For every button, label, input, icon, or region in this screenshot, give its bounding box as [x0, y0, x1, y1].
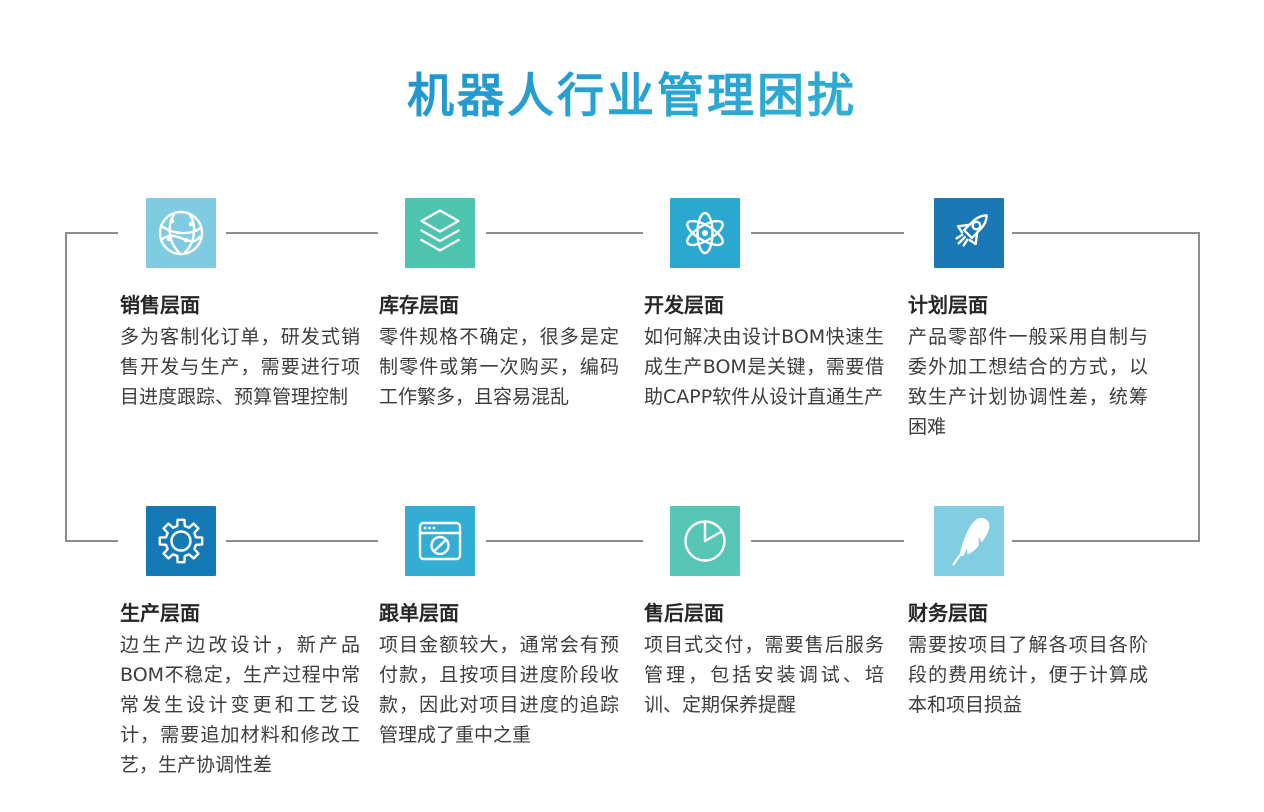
card-sales-level: 销售层面 多为客制化订单，研发式销售开发与生产，需要进行项目进度跟踪、预算管理控…: [120, 198, 370, 412]
rocket-icon: [934, 198, 1004, 268]
card-development-level: 开发层面 如何解决由设计BOM快速生成生产BOM是关键，需要借助CAPP软件从设…: [644, 198, 894, 412]
card-production-level: 生产层面 边生产边改设计，新产品BOM不稳定，生产过程中常常发生设计变更和工艺设…: [120, 506, 370, 780]
card-title: 销售层面: [120, 293, 200, 317]
card-order-tracking-level: 跟单层面 项目金额较大，通常会有预付款，且按项目进度阶段收款，因此对项目进度的追…: [379, 506, 629, 750]
card-title: 跟单层面: [379, 601, 459, 625]
card-body: 零件规格不确定，很多是定制零件或第一次购买，编码工作繁多，且容易混乱: [379, 326, 619, 408]
pie-chart-icon: [670, 506, 740, 576]
card-body: 边生产边改设计，新产品BOM不稳定，生产过程中常常发生设计变更和工艺设计，需要追…: [120, 634, 360, 776]
card-inventory-level: 库存层面 零件规格不确定，很多是定制零件或第一次购买，编码工作繁多，且容易混乱: [379, 198, 629, 412]
card-finance-level: 财务层面 需要按项目了解各项目各阶段的费用统计，便于计算成本和项目损益: [908, 506, 1158, 720]
card-body: 项目式交付，需要售后服务管理，包括安装调试、培训、定期保养提醒: [644, 634, 884, 716]
card-body: 需要按项目了解各项目各阶段的费用统计，便于计算成本和项目损益: [908, 634, 1148, 716]
card-title: 售后层面: [644, 601, 724, 625]
card-title: 计划层面: [908, 293, 988, 317]
card-title: 生产层面: [120, 601, 200, 625]
card-planning-level: 计划层面 产品零部件一般采用自制与委外加工想结合的方式，以致生产计划协调性差，统…: [908, 198, 1158, 442]
card-body: 如何解决由设计BOM快速生成生产BOM是关键，需要借助CAPP软件从设计直通生产: [644, 326, 884, 408]
atom-icon: [670, 198, 740, 268]
browser-compass-icon: [405, 506, 475, 576]
card-body: 项目金额较大，通常会有预付款，且按项目进度阶段收款，因此对项目进度的追踪管理成了…: [379, 634, 619, 746]
card-body: 多为客制化订单，研发式销售开发与生产，需要进行项目进度跟踪、预算管理控制: [120, 326, 360, 408]
card-body: 产品零部件一般采用自制与委外加工想结合的方式，以致生产计划协调性差，统筹困难: [908, 326, 1148, 438]
card-after-sales-level: 售后层面 项目式交付，需要售后服务管理，包括安装调试、培训、定期保养提醒: [644, 506, 894, 720]
card-title: 财务层面: [908, 601, 988, 625]
feather-icon: [934, 506, 1004, 576]
page-title: 机器人行业管理困扰: [0, 67, 1264, 127]
layers-icon: [405, 198, 475, 268]
globe-network-icon: [146, 198, 216, 268]
card-title: 库存层面: [379, 293, 459, 317]
card-title: 开发层面: [644, 293, 724, 317]
gear-icon: [146, 506, 216, 576]
